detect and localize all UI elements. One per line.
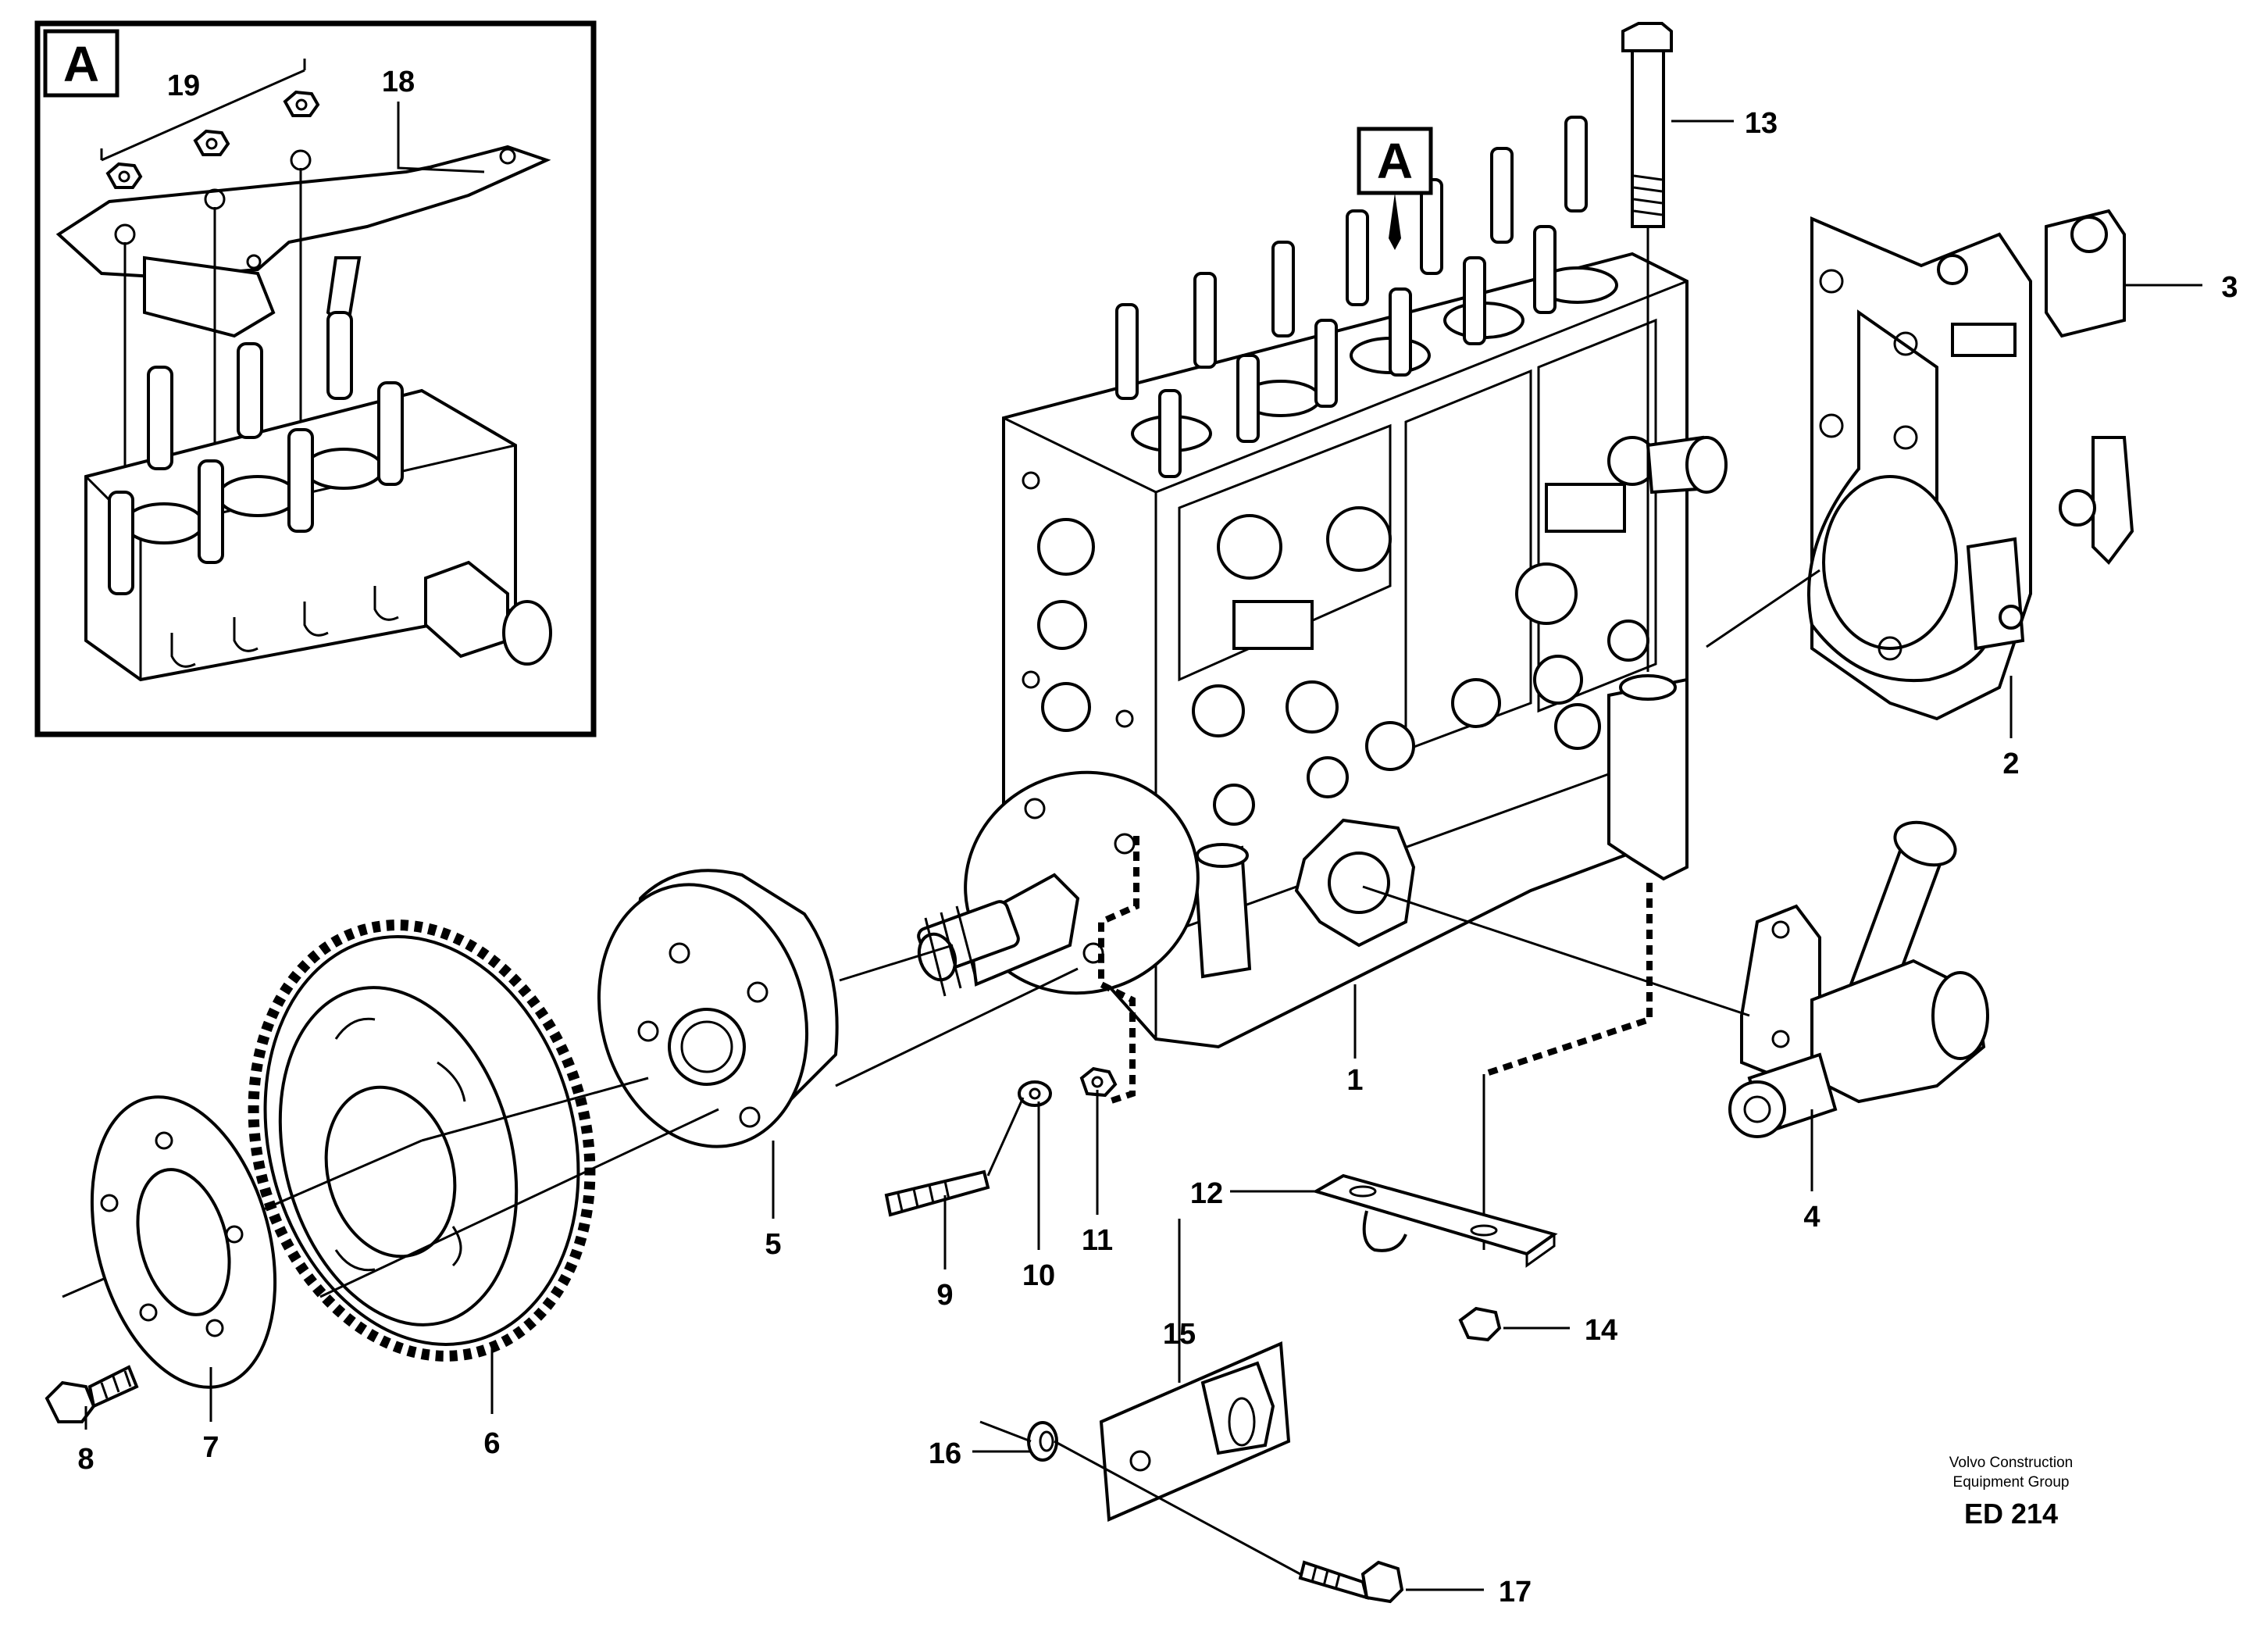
thrust-washer	[90, 1095, 277, 1389]
callout-2: 2	[2002, 748, 2019, 780]
credit-line-2: Equipment Group	[1953, 1474, 2070, 1491]
inset-label: A	[63, 36, 99, 92]
callout-15: 15	[1163, 1318, 1196, 1351]
callout-1: 1	[1346, 1064, 1363, 1097]
nut-19	[105, 90, 320, 189]
washer-16	[1027, 1421, 1058, 1462]
callout-12: 12	[1190, 1177, 1223, 1210]
bracket-12	[1311, 1173, 1558, 1268]
leader-lines	[84, 102, 2202, 1591]
callout-4: 4	[1803, 1201, 1820, 1234]
stud-9	[884, 1169, 990, 1217]
callout-16: 16	[929, 1437, 961, 1470]
credit-line-1: Volvo Construction	[1949, 1455, 2073, 1471]
nut-11	[1079, 1066, 1118, 1098]
bolt-17	[1298, 1560, 1404, 1604]
callout-5: 5	[765, 1228, 781, 1261]
main-view-label: A	[1377, 133, 1413, 189]
publisher-credit: Volvo Construction Equipment Group ED 21…	[1949, 1455, 2073, 1530]
callout-17: 17	[1499, 1576, 1532, 1609]
callout-11: 11	[1082, 1224, 1113, 1257]
drive-flange	[917, 770, 1200, 997]
callout-9: 9	[936, 1279, 953, 1312]
callout-3: 3	[2221, 271, 2238, 304]
drive-hub	[597, 869, 839, 1148]
callout-8: 8	[77, 1443, 94, 1476]
callout-7: 7	[202, 1431, 219, 1464]
callout-labels: 1 2 3 4 5 6 7 8 9 10 11 12 13 14 15 16 1…	[77, 66, 2238, 1609]
locating-dashed-line	[1098, 836, 1139, 1105]
callout-13: 13	[1745, 107, 1778, 140]
callout-18: 18	[382, 66, 415, 98]
washer-10	[1018, 1080, 1052, 1107]
drawing-code: ED 214	[1964, 1498, 2058, 1530]
bolt-13	[1621, 22, 1673, 672]
bracket-15	[1099, 1341, 1291, 1522]
callout-14: 14	[1585, 1314, 1617, 1347]
nut-14	[1458, 1306, 1502, 1342]
inset-detail-a: A	[34, 20, 597, 737]
view-pointer-a: A	[1357, 127, 1433, 250]
governor-housing	[1807, 209, 2134, 721]
callout-6: 6	[483, 1427, 500, 1460]
callout-10: 10	[1022, 1259, 1055, 1292]
flange-bolt-8	[45, 1365, 139, 1423]
feed-pump	[1728, 820, 1989, 1138]
callout-19: 19	[167, 70, 200, 102]
